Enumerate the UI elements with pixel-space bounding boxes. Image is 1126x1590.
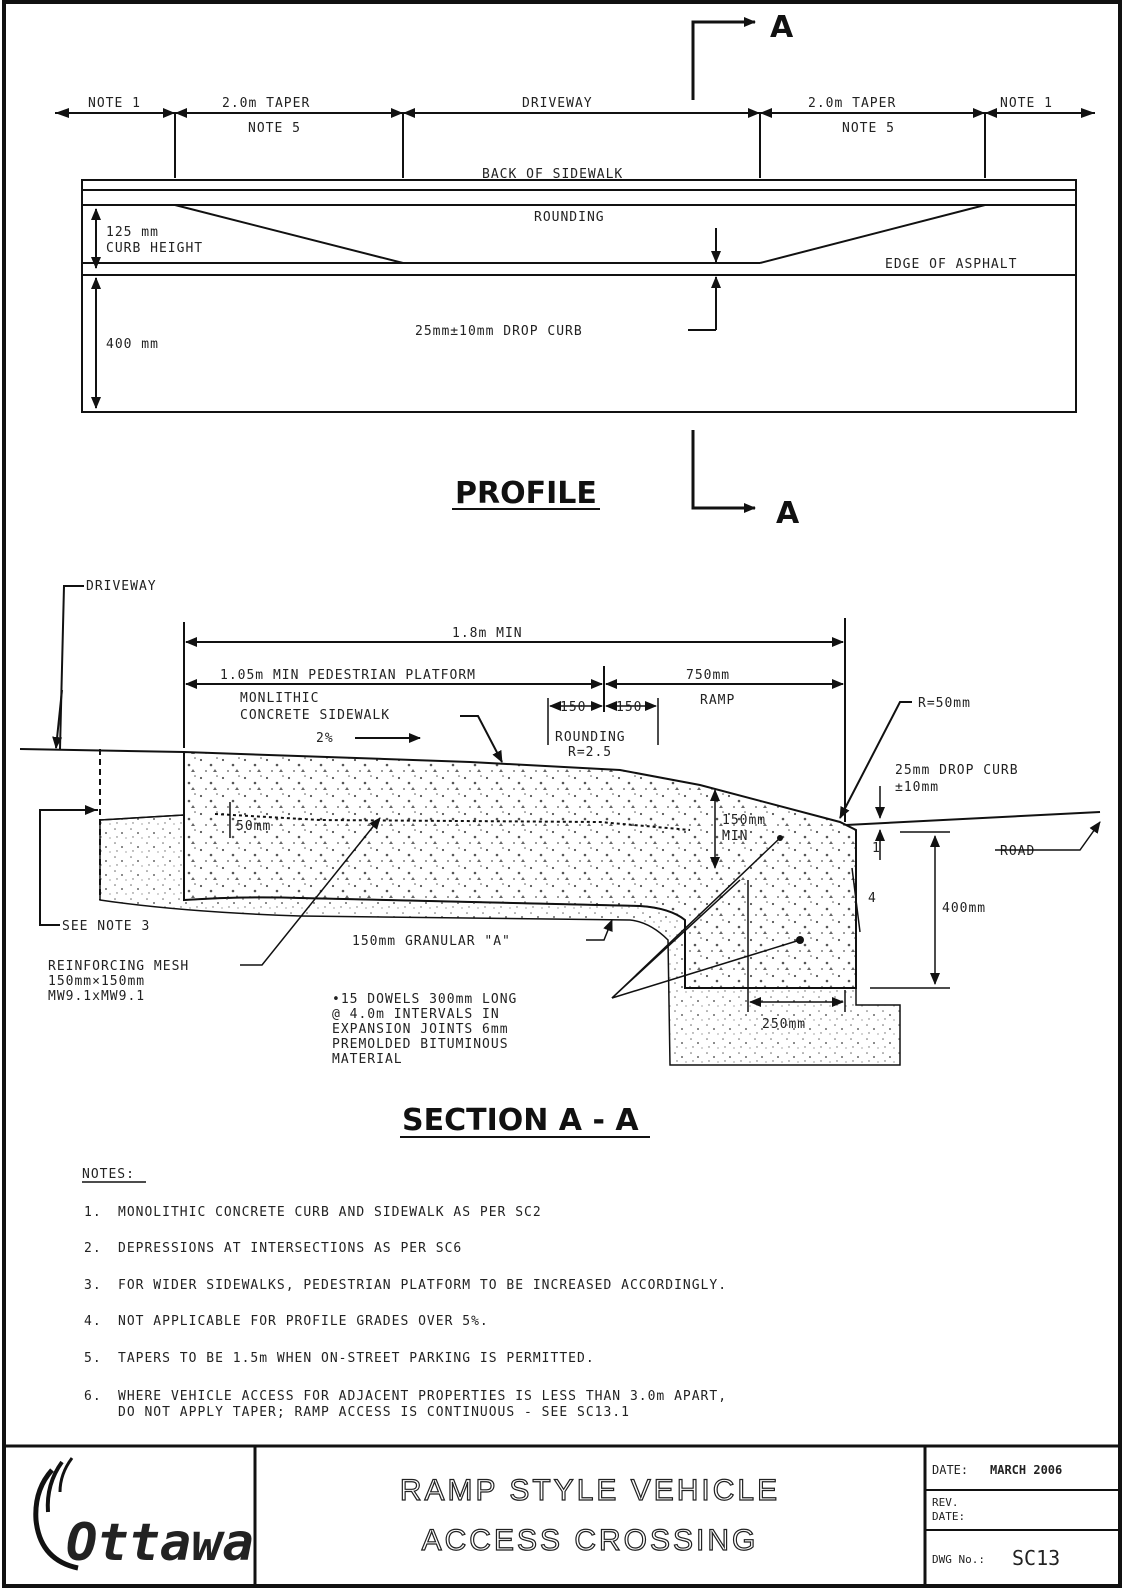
profile-taper-right: 2.0m TAPER [808,96,896,111]
notes-heading: NOTES: [82,1167,135,1182]
profile-view: A NOTE 1 2.0m TAPER NOTE 5 DRIVEWAY 2.0m… [55,10,1095,531]
logo-wordmark: Ottawa [66,1513,254,1573]
section-dowels-line4: PREMOLDED BITUMINOUS [332,1037,509,1052]
notes: NOTES: 1. MONOLITHIC CONCRETE CURB AND S… [82,1167,727,1420]
profile-depth: 400 mm [106,337,159,352]
section-dowels-line5: MATERIAL [332,1052,403,1067]
section-slope-ratio-base: 1 [872,841,881,856]
note-text-continued: DO NOT APPLY TAPER; RAMP ACCESS IS CONTI… [118,1405,630,1420]
profile-rounding: ROUNDING [534,210,605,225]
section-platform: 1.05m MIN PEDESTRIAN PLATFORM [220,668,476,683]
section-rounding-line1: ROUNDING [555,730,626,745]
rev-label: REV. [932,1496,959,1509]
note-number: 4. [84,1314,102,1329]
note-number: 6. [84,1389,102,1404]
section-curb-depth: 400mm [942,901,986,916]
profile-curb-height-label: CURB HEIGHT [106,241,203,256]
section-sidewalk-line1: MONLITHIC [240,691,319,706]
drawing-title-line1: RAMP STYLE VEHICLE [400,1474,780,1507]
section-sidewalk-line2: CONCRETE SIDEWALK [240,708,390,723]
section-mesh-line2: 150mm×150mm [48,974,145,989]
ottawa-logo: Ottawa [33,1457,254,1573]
section-ramp-label: RAMP [700,693,735,708]
section-see-note: SEE NOTE 3 [62,919,150,934]
profile-note1-right: NOTE 1 [1000,96,1053,111]
profile-title: PROFILE [455,476,597,511]
drawing-title-line2: ACCESS CROSSING [422,1524,759,1557]
note-text: WHERE VEHICLE ACCESS FOR ADJACENT PROPER… [118,1389,727,1404]
section-cover: 50mm [236,819,271,834]
section-marker-top: A [770,10,794,45]
note-text: MONOLITHIC CONCRETE CURB AND SIDEWALK AS… [118,1205,542,1220]
note-number: 1. [84,1205,102,1220]
section-slope-ratio: 4 [868,891,877,906]
note-text: DEPRESSIONS AT INTERSECTIONS AS PER SC6 [118,1241,462,1256]
note-text: NOT APPLICABLE FOR PROFILE GRADES OVER 5… [118,1314,489,1329]
section-cut-top [691,17,756,100]
section-round-a: 150 [560,700,586,715]
section-dowels-line1: •15 DOWELS 300mm LONG [332,992,517,1007]
note-number: 2. [84,1241,102,1256]
section-view: DRIVEWAY 1.8m MIN 1.05m MIN PEDESTRIAN P… [19,579,1101,1138]
profile-note5-left: NOTE 5 [248,121,301,136]
section-drop-curb-line2: ±10mm [895,780,939,795]
date-value: MARCH 2006 [990,1463,1062,1477]
section-min-width: 1.8m MIN [452,626,523,641]
section-dowels-line3: EXPANSION JOINTS 6mm [332,1022,509,1037]
section-ramp-value: 750mm [686,668,730,683]
section-title: SECTION A - A [402,1103,639,1138]
section-dowels-line2: @ 4.0m INTERVALS IN [332,1007,500,1022]
note-number: 3. [84,1278,102,1293]
title-block: Ottawa RAMP STYLE VEHICLE ACCESS CROSSIN… [4,1444,1120,1586]
date-label: DATE: [932,1463,968,1477]
section-road: ROAD [1000,844,1035,859]
section-rounding-line2: R=2.5 [568,745,612,760]
note-text: TAPERS TO BE 1.5m WHEN ON-STREET PARKING… [118,1351,595,1366]
section-marker-bottom: A [776,496,800,531]
profile-taper-left: 2.0m TAPER [222,96,310,111]
profile-driveway: DRIVEWAY [522,96,593,111]
section-granular: 150mm GRANULAR "A" [352,934,511,949]
section-curb-width: 250mm [762,1017,806,1032]
profile-note5-right: NOTE 5 [842,121,895,136]
dwg-value: SC13 [1012,1546,1060,1570]
note-text: FOR WIDER SIDEWALKS, PEDESTRIAN PLATFORM… [118,1278,727,1293]
profile-note1-left: NOTE 1 [88,96,141,111]
profile-curb-height-value: 125 mm [106,225,159,240]
rev-date-label: DATE: [932,1510,965,1523]
profile-back-of-sidewalk: BACK OF SIDEWALK [482,167,623,182]
note-number: 5. [84,1351,102,1366]
section-round-b: 150 [616,700,642,715]
section-drop-curb-line1: 25mm DROP CURB [895,763,1019,778]
section-radius: R=50mm [918,696,971,711]
section-mesh-line3: MW9.1xMW9.1 [48,989,145,1004]
granular-base [99,814,901,1066]
profile-edge-of-asphalt: EDGE OF ASPHALT [885,257,1017,272]
section-thickness-line2: MIN [722,829,748,844]
section-slope: 2% [316,731,334,746]
dwg-label: DWG No.: [932,1553,985,1566]
section-thickness-line1: 150mm [722,813,766,828]
section-mesh-line1: REINFORCING MESH [48,959,189,974]
concrete-sidewalk [183,750,857,989]
profile-drop-curb: 25mm±10mm DROP CURB [415,324,583,339]
section-driveway: DRIVEWAY [86,579,157,594]
